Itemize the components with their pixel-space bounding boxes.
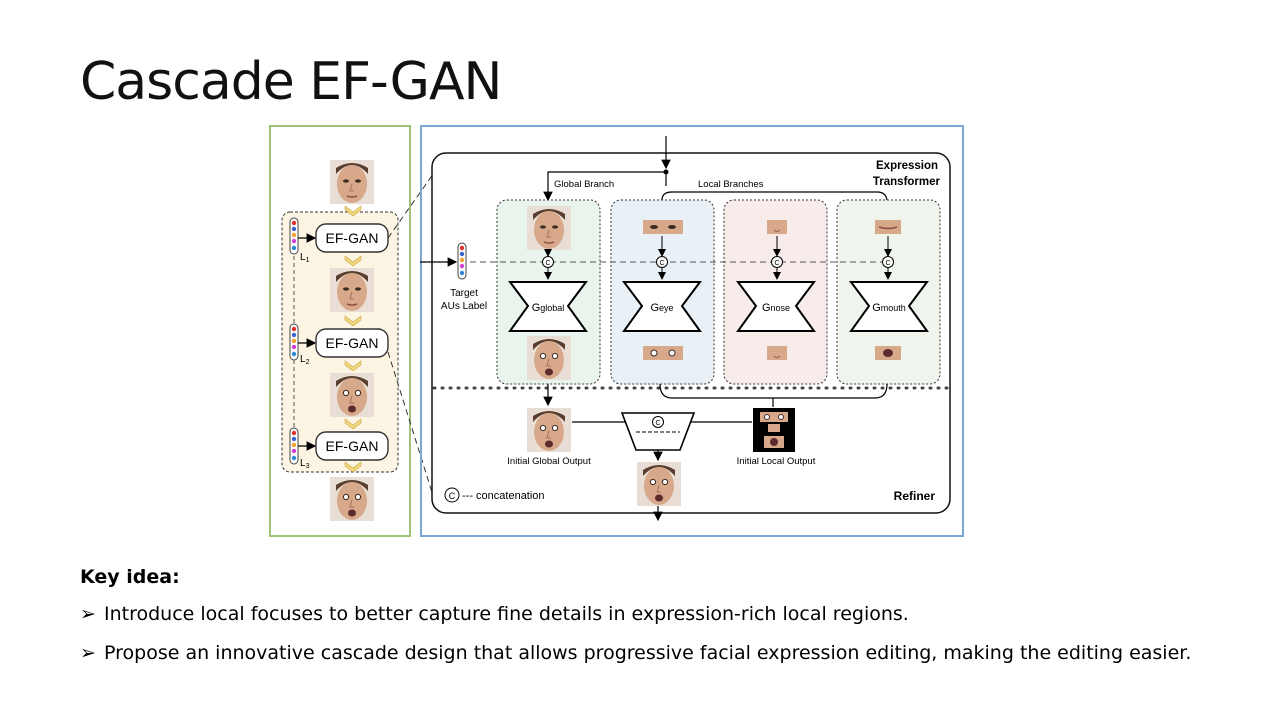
initial-global-output-face — [526, 407, 572, 453]
ef-gan-label-2: EF-GAN — [326, 335, 379, 351]
target-label-2: AUs Label — [441, 301, 487, 312]
stage2-output-face — [329, 372, 375, 418]
mouth-crop-output — [875, 346, 901, 360]
ef-gan-block-2 — [315, 328, 389, 358]
generator-nose: Gnose — [736, 281, 816, 332]
transformer-label-1: Expression — [876, 160, 938, 172]
refined-output-face — [636, 461, 682, 507]
generator-global: Gglobal — [508, 281, 588, 332]
svg-text:--- concatenation: --- concatenation — [462, 490, 545, 502]
svg-text:C: C — [449, 491, 456, 501]
generator-mouth: Gmouth — [849, 281, 929, 332]
mouth-crop-input — [875, 220, 901, 234]
global-input-face — [526, 205, 572, 251]
cascade-panel — [269, 125, 411, 537]
transformer-label-2: Transformer — [873, 176, 941, 188]
svg-text:C: C — [655, 420, 660, 427]
svg-text:Gglobal: Gglobal — [532, 302, 565, 314]
svg-text:C: C — [885, 260, 890, 267]
svg-text:Geye: Geye — [650, 302, 673, 314]
svg-text:C: C — [659, 260, 664, 267]
bullet-arrow-icon: ➢ — [80, 603, 96, 625]
slide-title: Cascade EF-GAN — [80, 52, 502, 112]
level-label-3: L3 — [300, 458, 310, 470]
refiner-network: C — [620, 412, 696, 451]
detail-panel — [420, 125, 964, 537]
target-au-label-icon — [457, 242, 467, 280]
target-label-1: Target — [450, 288, 478, 299]
global-branch-label: Global Branch — [554, 179, 614, 190]
initial-local-output-face — [753, 408, 795, 452]
global-output-face — [526, 335, 572, 381]
au-label-icon — [289, 217, 299, 255]
ef-gan-block-3 — [315, 431, 389, 461]
stage1-output-face — [329, 267, 375, 313]
key-idea-bullet-2: ➢Propose an innovative cascade design th… — [80, 642, 1192, 664]
svg-text:C: C — [545, 260, 550, 267]
input-face-image — [329, 159, 375, 205]
nose-crop-output — [767, 346, 787, 360]
initial-global-output-label: Initial Global Output — [507, 456, 591, 467]
concat-legend: C --- concatenation — [444, 487, 545, 503]
eye-crop-input — [643, 220, 683, 234]
au-label-icon — [289, 323, 299, 361]
au-label-icon — [289, 427, 299, 465]
nose-crop-input — [767, 220, 787, 234]
concat-nodes: C C C C — [542, 236, 894, 280]
local-branches-label: Local Branches — [698, 179, 764, 190]
final-output-face — [329, 476, 375, 522]
svg-text:C: C — [774, 260, 779, 267]
refiner-label: Refiner — [894, 489, 936, 503]
key-idea-heading: Key idea: — [80, 566, 180, 588]
level-label-2: L2 — [300, 354, 310, 366]
generator-eye: Geye — [622, 281, 702, 332]
ef-gan-label-1: EF-GAN — [326, 230, 379, 246]
initial-local-output-label: Initial Local Output — [737, 456, 816, 467]
key-idea-bullet-1: ➢Introduce local focuses to better captu… — [80, 603, 909, 625]
ef-gan-label-3: EF-GAN — [326, 438, 379, 454]
svg-text:Gmouth: Gmouth — [872, 302, 906, 314]
svg-text:Gnose: Gnose — [762, 302, 790, 314]
level-label-1: L1 — [300, 252, 310, 264]
bullet-arrow-icon: ➢ — [80, 642, 96, 664]
eye-crop-output — [643, 346, 683, 360]
